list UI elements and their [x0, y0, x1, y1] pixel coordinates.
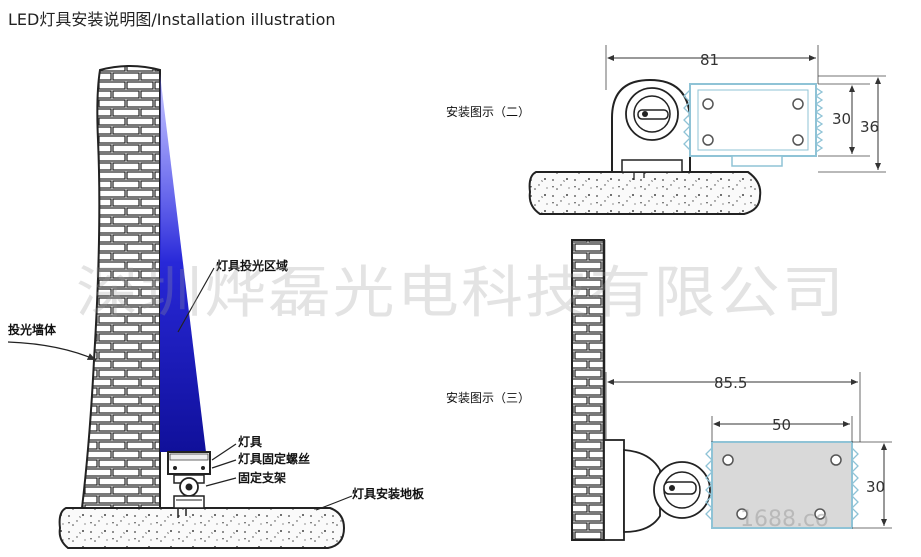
- led-fixture: [167, 451, 211, 475]
- dimension-81: 81: [700, 51, 719, 69]
- install-diagram-2: 安装图示（二） 81: [446, 45, 886, 215]
- floor-slab: [58, 507, 346, 549]
- label-fixture: 灯具: [238, 434, 262, 449]
- watermark-site: 1688.co: [740, 507, 829, 532]
- label-wall: 投光墙体: [8, 322, 57, 337]
- dimension-85-5: 85.5: [714, 374, 747, 392]
- floor-slab-2: [528, 171, 762, 215]
- install-diagram-3: 安装图示（三） 85.5 50: [446, 239, 892, 541]
- dimension-50: 50: [772, 416, 791, 434]
- brick-wall-3: [571, 239, 605, 541]
- watermark-company: 深圳烨磊光电科技有限公司: [76, 261, 846, 326]
- dimension-36: 36: [860, 118, 879, 136]
- label-fixture-screw: 灯具固定螺丝: [238, 451, 310, 466]
- label-bracket: 固定支架: [238, 470, 286, 485]
- fixture-profile-3: [705, 441, 859, 529]
- bracket-side-2: [611, 78, 691, 173]
- main-illustration: 灯具投光区域 投光墙体 灯具 灯具固定螺丝 固定支架 灯具安装地板: [7, 65, 425, 549]
- fixture-profile-2: [683, 83, 824, 167]
- label-install-3: 安装图示（三）: [446, 390, 530, 405]
- fixture-bracket: [173, 474, 205, 509]
- page-title: LED灯具安装说明图/Installation illustration: [8, 10, 336, 29]
- label-projection-area: 灯具投光区域: [216, 258, 288, 273]
- dimension-30-a: 30: [832, 110, 851, 128]
- dimension-30-b: 30: [866, 478, 885, 496]
- label-floor: 灯具安装地板: [352, 486, 425, 501]
- bracket-side-3: [603, 439, 711, 541]
- label-install-2: 安装图示（二）: [446, 104, 530, 119]
- light-beam: [160, 74, 206, 452]
